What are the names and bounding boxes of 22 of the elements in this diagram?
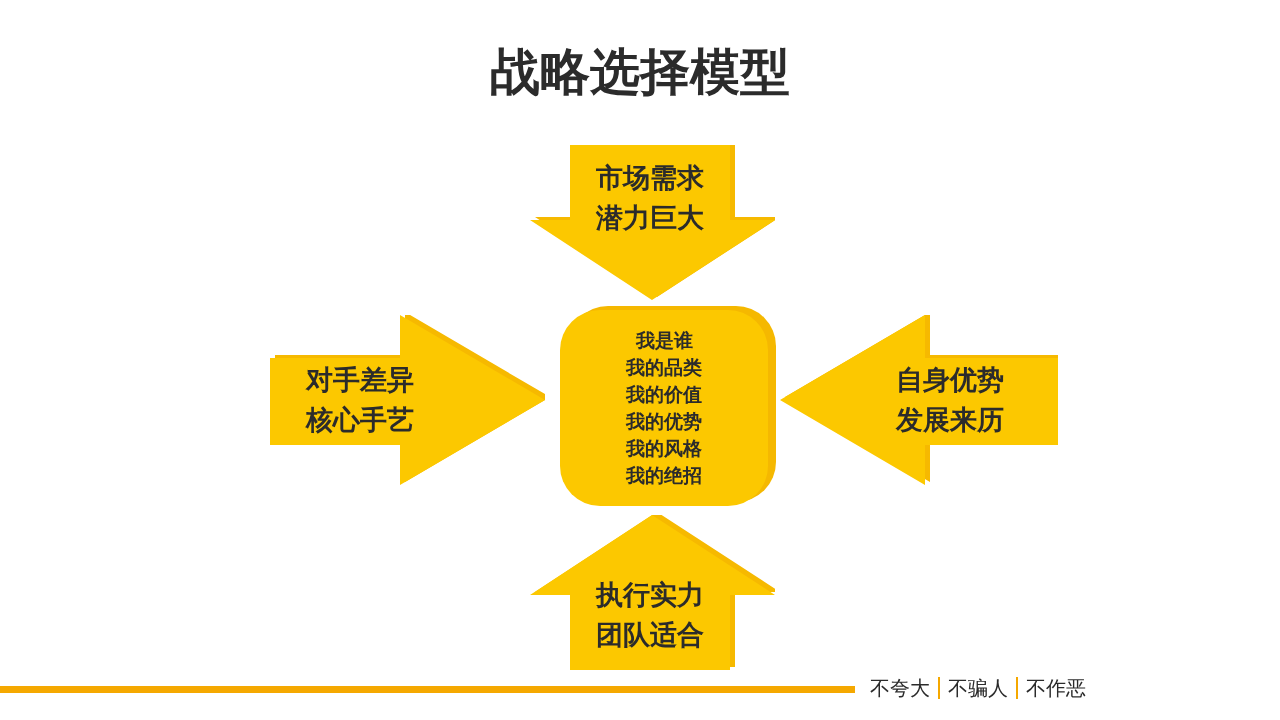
arrow-shape: [530, 145, 775, 300]
title: 战略选择模型: [490, 43, 790, 102]
list-item-text: 我的风格: [626, 437, 702, 461]
arrow-text: 对手差异: [306, 364, 414, 397]
arrow-text: 团队适合: [596, 619, 704, 652]
list-item-text: 我的品类: [626, 356, 702, 380]
arrow-shape: [530, 515, 775, 670]
arrow-text: 执行实力: [596, 579, 704, 612]
list-item-text: 我的优势: [626, 410, 702, 434]
arrow-text: 发展来历: [896, 404, 1004, 437]
arrow-text: 潜力巨大: [596, 201, 704, 235]
arrow-shape: [270, 315, 545, 485]
arrow-text: 市场需求: [596, 161, 704, 195]
slogan-text: 不夸大: [870, 676, 930, 701]
arrow-text: 核心手艺: [306, 404, 414, 437]
list-item-text: 我是谁: [635, 329, 693, 353]
slogan-text: 不作恶: [1026, 676, 1086, 701]
list-item-text: 我的价值: [626, 383, 702, 407]
arrow-shape: [780, 315, 1058, 485]
list-item-text: 我的绝招: [626, 464, 702, 488]
slogan-text: 不骗人: [948, 676, 1008, 701]
arrow-text: 自身优势: [896, 364, 1004, 397]
